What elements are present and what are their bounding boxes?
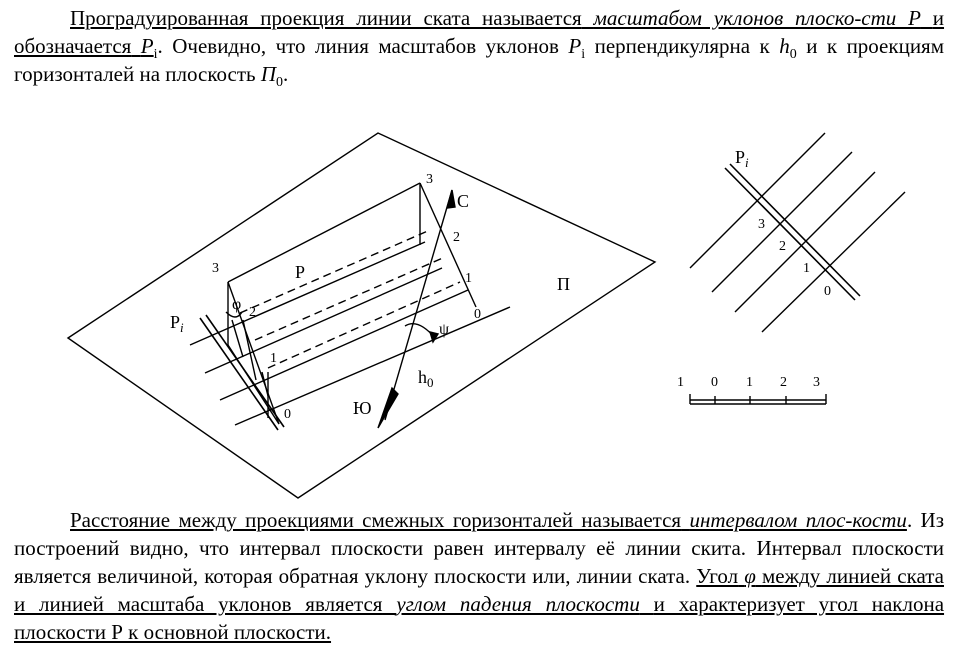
label-3-top: 3 — [426, 172, 433, 187]
symbol-pi: П — [260, 62, 276, 86]
label-0-right: 0 — [474, 307, 481, 322]
label-2-left: 2 — [249, 305, 256, 320]
symbol-phi: φ — [744, 564, 756, 588]
plane-p-edge — [227, 281, 280, 425]
text: Угол — [696, 564, 739, 588]
right-label-2: 2 — [779, 239, 786, 254]
pi-line — [205, 314, 285, 428]
label-plane-pi: П — [557, 274, 570, 294]
text: между линией ската и линией масштаба укл… — [14, 564, 944, 616]
label-yu: Ю — [353, 398, 372, 418]
scale-label: 3 — [813, 375, 820, 390]
horizontal-1 — [219, 289, 469, 401]
plane-p-edge — [227, 182, 421, 283]
scale-label: 1 — [677, 375, 684, 390]
text: и обозначается — [14, 6, 945, 58]
term-scale-of-slopes: масштабом уклонов плоско-сти Р — [593, 6, 921, 30]
right-label-pi: Pi — [735, 147, 749, 170]
definition-sentence: Проградуированная проекция линии ската н… — [14, 6, 945, 62]
psi-arrow — [428, 331, 440, 344]
scale-label: 2 — [780, 375, 787, 390]
label-0-left: 0 — [284, 407, 291, 422]
subscript: i — [581, 47, 586, 63]
term-dip-angle: углом падения плоскости — [396, 592, 640, 616]
text: и характеризует угол наклона плоскости Р… — [14, 592, 945, 644]
text: Расстояние между проекциями смежных гори… — [70, 508, 682, 532]
right-pi-line — [724, 167, 856, 301]
label-2-right: 2 — [453, 230, 460, 245]
phi-arc — [225, 311, 243, 318]
label-h0: h0 — [418, 367, 434, 390]
term-plane-interval: интервалом плос-кости — [689, 508, 907, 532]
scale-label: 0 — [711, 375, 718, 390]
horizontal-2 — [204, 267, 443, 374]
subscript: i — [153, 47, 158, 63]
plane-p-edge — [419, 182, 477, 308]
symbol-p: P — [140, 34, 154, 58]
plane-pi — [66, 132, 657, 499]
label-3-left: 3 — [212, 261, 219, 276]
paragraph-top: Проградуированная проекция линии ската н… — [14, 4, 945, 91]
right-label-1: 1 — [803, 261, 810, 276]
right-pi-line — [729, 163, 861, 297]
dashed-line — [239, 229, 431, 314]
horizontal-0 — [234, 306, 511, 426]
label-pi: Pi — [170, 312, 184, 335]
dashed-line — [254, 256, 446, 341]
projector — [261, 371, 269, 397]
text: и к проекциям горизонталей на плоскость — [14, 34, 945, 86]
subscript: 0 — [789, 47, 797, 63]
ns-axis — [384, 189, 453, 421]
right-label-3: 3 — [758, 217, 765, 232]
label-phi: φ — [232, 296, 241, 313]
label-psi: ψ — [439, 321, 449, 338]
symbol-p: P — [568, 34, 582, 58]
horizontal-3 — [189, 241, 426, 346]
text: Проградуированная проекция линии ската н… — [70, 6, 582, 30]
right-label-0: 0 — [824, 284, 831, 299]
arrow-head-north — [446, 189, 456, 209]
dashed-line — [267, 281, 461, 369]
pi-line — [199, 317, 279, 431]
label-c: С — [457, 191, 469, 211]
label-1-right: 1 — [465, 271, 472, 286]
definition-sentence: Расстояние между проекциями смежных гори… — [70, 508, 907, 532]
text: . Очевидно, что линия масштабов уклонов — [157, 34, 559, 58]
scale-label: 1 — [746, 375, 753, 390]
right-horizontal — [711, 151, 853, 293]
paragraph-bottom: Расстояние между проекциями смежных гори… — [14, 506, 944, 646]
right-horizontal — [761, 191, 906, 333]
label-1-left: 1 — [270, 351, 277, 366]
text: . Из построений видно, что интервал плос… — [14, 508, 945, 588]
text: перпендикулярна к — [594, 34, 770, 58]
subscript: 0 — [276, 75, 283, 91]
arrow-south — [377, 386, 399, 429]
symbol-h: h — [779, 34, 790, 58]
projector — [231, 319, 244, 358]
label-p: P — [295, 262, 305, 282]
definition-sentence: Угол φ между линией ската и линией масшт… — [14, 564, 944, 644]
right-horizontal — [734, 171, 876, 313]
projector — [242, 319, 257, 381]
text: . — [283, 62, 289, 86]
